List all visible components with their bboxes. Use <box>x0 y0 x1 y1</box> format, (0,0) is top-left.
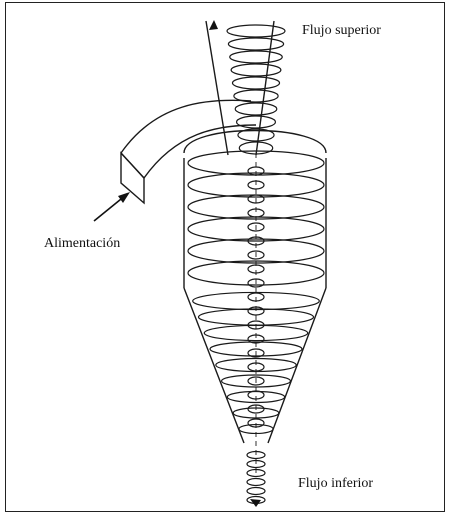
underflow-loop <box>247 488 265 495</box>
inner-vortex-loop <box>232 77 279 89</box>
inner-vortex-loop <box>227 25 285 37</box>
feed-label: Alimentación <box>44 236 120 252</box>
top-flow-arrow <box>209 20 218 30</box>
top-flow-label: Flujo superior <box>302 23 381 39</box>
feed-arrow <box>94 192 130 221</box>
underflow-loop <box>247 479 265 486</box>
figure-frame: Flujo superior Alimentación Flujo inferi… <box>5 2 445 512</box>
inlet-duct-face <box>121 153 144 178</box>
inner-vortex-loop <box>228 38 283 50</box>
inner-vortex-loop <box>235 103 277 115</box>
cyclone-separator-drawing <box>6 3 446 513</box>
inner-vortex-loop <box>237 116 276 128</box>
bottom-flow-label: Flujo inferior <box>298 476 373 492</box>
inner-vortex-loop <box>230 51 282 63</box>
inner-vortex-loop <box>231 64 281 76</box>
